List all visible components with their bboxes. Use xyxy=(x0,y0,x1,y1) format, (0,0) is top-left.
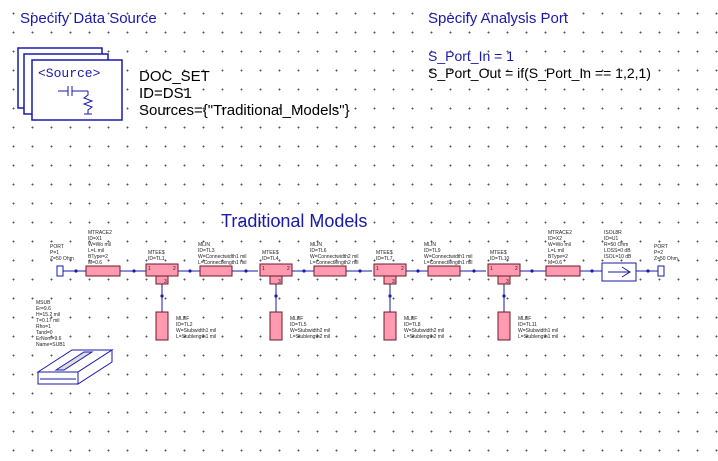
mlef-3-label: MLEF ID=TL8 W=Stubwidth2 mil L=Stublengt… xyxy=(404,316,445,340)
mlin-2-body xyxy=(313,265,347,277)
svg-text:3: 3 xyxy=(278,279,281,285)
docset-sources: Sources={"Traditional_Models"} xyxy=(139,102,350,119)
svg-text:3: 3 xyxy=(164,279,167,285)
schematic-title: Traditional Models xyxy=(221,211,368,231)
svg-text:3: 3 xyxy=(392,279,395,285)
svg-text:1: 1 xyxy=(490,266,493,272)
svg-text:2: 2 xyxy=(287,266,290,272)
msub-label: MSUB Er=9.6 H=15.2 mil T=0.17 mil Rho=1 … xyxy=(36,300,66,348)
mtrace-1-body xyxy=(85,265,121,277)
mlin-3-body xyxy=(427,265,461,277)
svg-text:2: 2 xyxy=(401,266,404,272)
mtee-1-label: MTEE$ ID=TL1 xyxy=(148,250,165,262)
port-2-label: PORT P=2 Z=50 Ohm xyxy=(654,244,678,262)
isolator-label: ISOL8R ID=U1 R=50 Ohm LOSS=0 dB ISOL=10 … xyxy=(604,230,632,260)
mlin-2-label: MLIN ID=TL6 W=Connectwidth2 mil L=Connec… xyxy=(310,242,359,266)
svg-text:3: 3 xyxy=(506,279,509,285)
port-out-equation[interactable]: S_Port_Out = if(S_Port_In == 1,2,1) xyxy=(428,65,651,81)
mlef-2-body xyxy=(269,311,283,341)
mtrace-1-label: MTRACE2 ID=X1 W=Wo mil L=L mil BType=2 M… xyxy=(88,230,112,266)
mlef-1-body xyxy=(155,311,169,341)
mtrace-2-body xyxy=(545,265,581,277)
mtee-2-label: MTEE$ ID=TL4 xyxy=(262,250,279,262)
svg-text:2: 2 xyxy=(173,266,176,272)
port-2-icon xyxy=(657,265,665,277)
mtee-3-label: MTEE$ ID=TL7 xyxy=(376,250,393,262)
mlin-1-label: MLIN ID=TL3 W=Connectwidth1 mil L=Connec… xyxy=(198,242,247,266)
docset-icon-label: <Source> xyxy=(38,66,101,81)
mlin-1-body xyxy=(199,265,233,277)
svg-text:1: 1 xyxy=(376,266,379,272)
mlef-3-body xyxy=(383,311,397,341)
port-1-label: PORT P=1 Z=50 Ohm xyxy=(50,244,74,262)
docset-id: ID=DS1 xyxy=(139,85,192,102)
mtee-4-label: MTEE$ ID=TL10 xyxy=(490,250,510,262)
mlef-1-label: MLEF ID=TL2 W=Stubwidth1 mil L=Stublengt… xyxy=(176,316,217,340)
svg-text:1: 1 xyxy=(262,266,265,272)
svg-text:1: 1 xyxy=(148,266,151,272)
mlin-3-label: MLIN ID=TL9 W=Connectwidth1 mil L=Connec… xyxy=(424,242,473,266)
mtrace-2-label: MTRACE2 ID=X2 W=Wo mil L=L mil BType=2 M… xyxy=(548,230,572,266)
docset-name: DOC_SET xyxy=(139,68,210,85)
mlef-4-body xyxy=(497,311,511,341)
svg-text:2: 2 xyxy=(515,266,518,272)
port-1-icon xyxy=(56,265,64,277)
substrate-icon xyxy=(36,349,114,385)
mlef-2-label: MLEF ID=TL5 W=Stubwidth2 mil L=Stublengt… xyxy=(290,316,331,340)
data-source-heading: Specify Data Source xyxy=(20,10,157,27)
analysis-port-heading: Specify Analysis Port xyxy=(428,10,569,27)
mlef-4-label: MLEF ID=TL11 W=Stubwidth1 mil L=Stubleng… xyxy=(518,316,559,340)
port-in-equation[interactable]: S_Port_In = 1 xyxy=(428,48,515,64)
